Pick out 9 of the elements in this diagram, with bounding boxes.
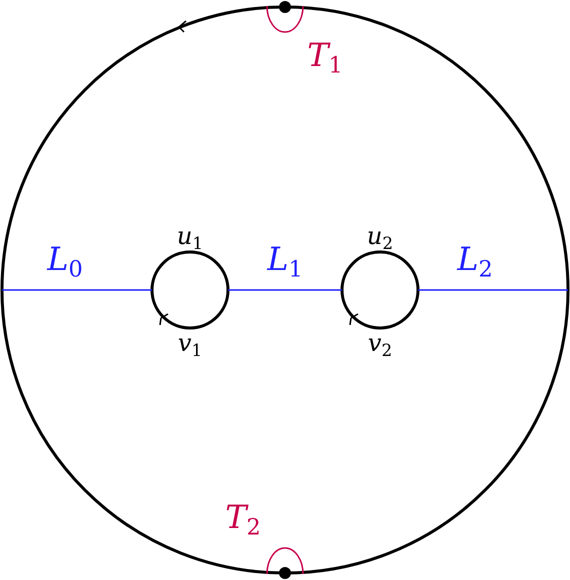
math-label: T$_{1}$ (307, 38, 343, 78)
math-label: L$_{1}$ (267, 242, 303, 282)
math-label: v$_{1}$ (178, 331, 202, 359)
math-label: L$_{0}$ (47, 242, 83, 282)
math-label: u$_{1}$ (176, 224, 204, 252)
math-label: T$_{2}$ (225, 500, 261, 540)
math-label: u$_{2}$ (366, 224, 394, 252)
math-label: v$_{2}$ (368, 331, 392, 359)
math-label: L$_{2}$ (457, 242, 493, 282)
